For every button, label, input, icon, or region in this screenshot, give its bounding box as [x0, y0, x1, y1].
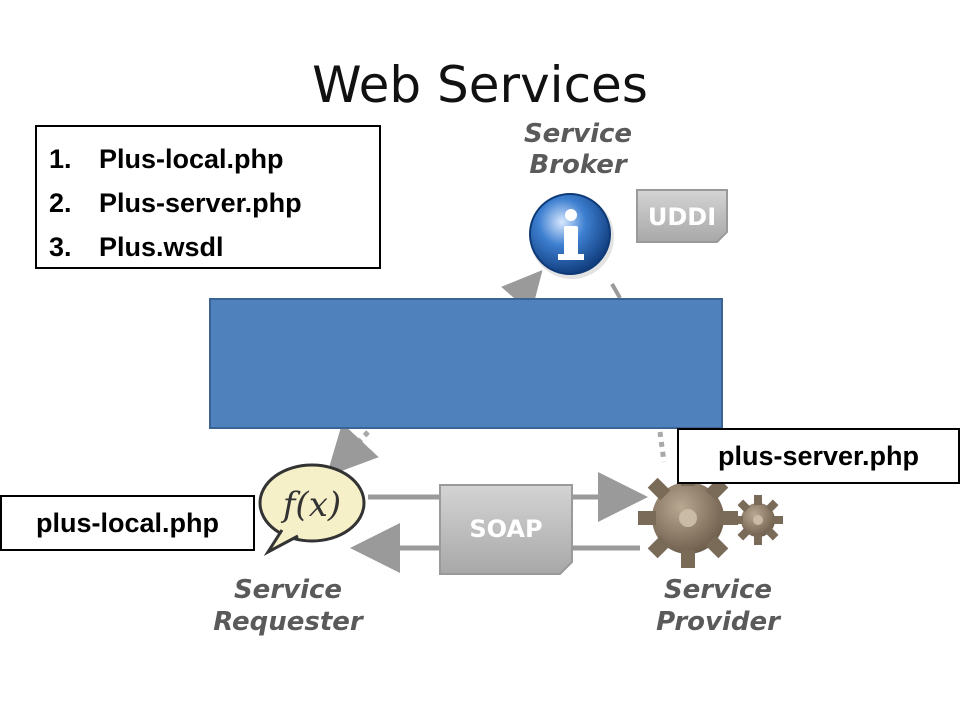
- uddi-label: UDDI: [648, 203, 716, 231]
- slide-title: Web Services: [312, 56, 648, 114]
- info-icon: [529, 193, 614, 279]
- list-item: 2. Plus-server.php: [37, 183, 379, 227]
- soap-icon: SOAP: [439, 484, 573, 575]
- broker-label-line2: Broker: [529, 150, 629, 180]
- function-symbol: f(x): [280, 485, 341, 525]
- list-filename: Plus-local.php: [99, 144, 284, 174]
- gear-icon: [638, 468, 783, 568]
- server-file-label: plus-server.php: [677, 428, 960, 484]
- uddi-icon: UDDI: [636, 189, 728, 243]
- file-list: 1. Plus-local.php 2. Plus-server.php 3. …: [35, 125, 381, 269]
- requester-label-line2: Requester: [213, 607, 365, 637]
- list-item: 3. Plus.wsdl: [37, 227, 379, 271]
- function-icon: f(x): [258, 463, 366, 557]
- provider-label-line2: Provider: [656, 607, 782, 637]
- broker-label-line1: Service: [524, 119, 632, 149]
- highlight-rectangle: [209, 298, 723, 429]
- list-number: 3.: [49, 232, 72, 262]
- list-number: 2.: [49, 188, 72, 218]
- list-filename: Plus-server.php: [99, 188, 302, 218]
- list-filename: Plus.wsdl: [99, 232, 224, 262]
- local-file-label: plus-local.php: [0, 495, 255, 551]
- requester-label-line1: Service: [234, 575, 342, 605]
- list-number: 1.: [49, 144, 72, 174]
- provider-label-line1: Service: [664, 575, 772, 605]
- list-item: 1. Plus-local.php: [37, 139, 379, 183]
- soap-label: SOAP: [469, 515, 542, 543]
